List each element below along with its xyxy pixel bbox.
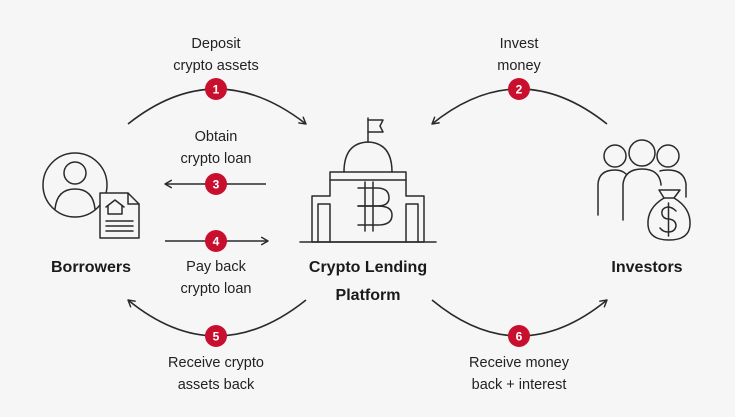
borrower-with-document-icon [42,152,140,239]
step-6-number: 6 [516,330,523,344]
borrowers-title: Borrowers [50,259,132,276]
step-4-number: 4 [213,235,220,249]
step-4-badge: 4 [205,230,227,252]
step-3-label: Obtain crypto loan [180,129,252,167]
platform-title: Crypto Lending Platform [308,259,428,304]
step-5-number: 5 [213,330,220,344]
step-1-label: Deposit crypto assets [173,36,259,74]
step-5-label: Receive crypto assets back [168,355,264,393]
bitcoin-building-with-flag-icon [299,117,437,243]
step-3-badge: 3 [205,173,227,195]
people-with-money-bag-icon [597,139,691,241]
investors-title: Investors [611,259,683,276]
step-2-badge: 2 [508,78,530,100]
step-6-badge: 6 [508,325,530,347]
step-1-badge: 1 [205,78,227,100]
step-3-number: 3 [213,178,220,192]
step-6-label: Receive money back + interest [469,355,569,393]
step-2-number: 2 [516,83,523,97]
step-4-label: Pay back crypto loan [180,259,252,297]
step-1-number: 1 [213,83,220,97]
step-5-badge: 5 [205,325,227,347]
step-2-label: Invest money [497,36,541,74]
